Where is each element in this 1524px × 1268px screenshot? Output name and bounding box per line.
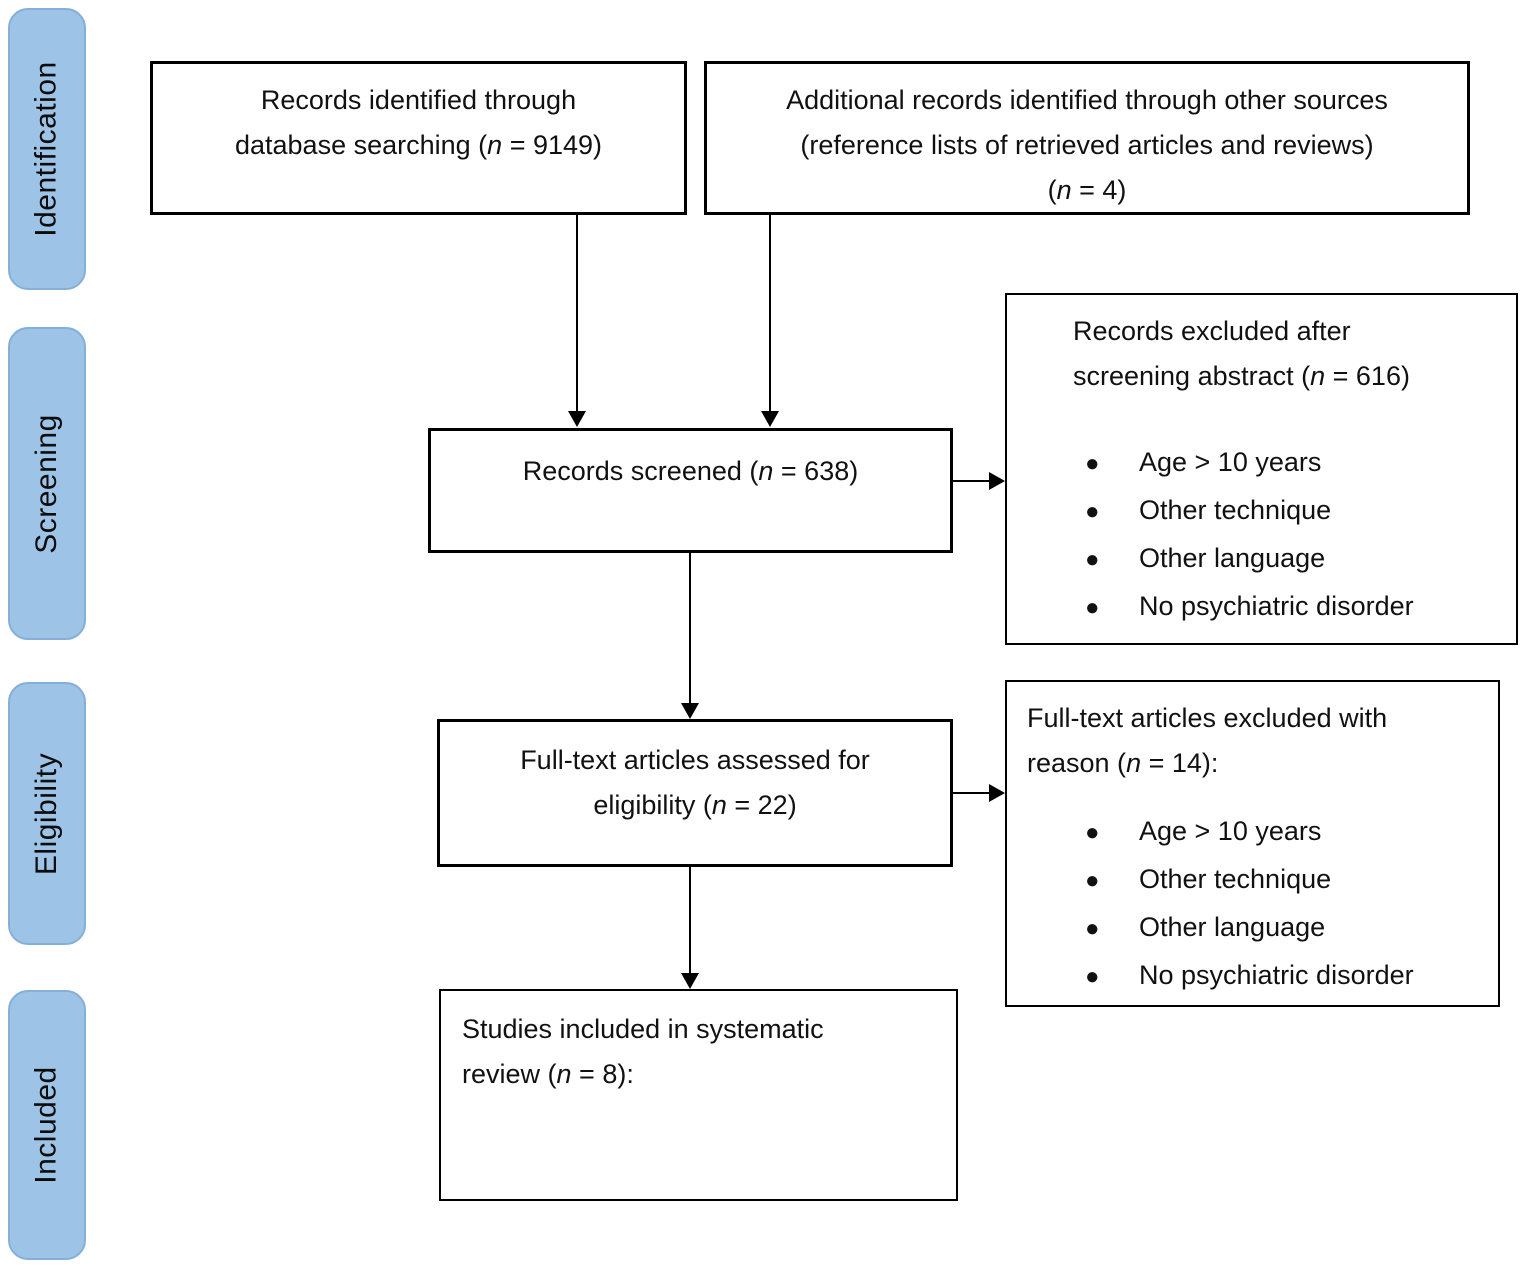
bullet-icon: ● bbox=[1085, 963, 1100, 990]
text-line: database searching (n = 9149) bbox=[234, 130, 603, 160]
bullet-icon: ● bbox=[1085, 546, 1100, 573]
bullet-icon: ● bbox=[1085, 915, 1100, 942]
box-text: Records identified through database searc… bbox=[153, 64, 684, 168]
exclusion-reasons-list: ● Age > 10 years ● Other technique ● Other la… bbox=[1007, 808, 1498, 1000]
text-line: Studies included in systematic bbox=[462, 1014, 824, 1044]
box-records-screened: Records screened (n = 638) bbox=[428, 428, 953, 553]
stage-label-included: Included bbox=[8, 990, 86, 1260]
arrow-additional-to-screened-icon bbox=[761, 215, 779, 427]
text-line: Full-text articles assessed for bbox=[520, 745, 870, 775]
bullet-icon: ● bbox=[1085, 867, 1100, 894]
box-text: Records excluded after screening abstract… bbox=[1007, 295, 1516, 399]
box-text: Additional records identified through ot… bbox=[707, 64, 1467, 213]
box-fulltext-excluded: Full-text articles excluded with reason (… bbox=[1005, 680, 1500, 1007]
stage-label-text: Identification bbox=[30, 61, 64, 237]
exclusion-reason-text: Other technique bbox=[1139, 495, 1332, 525]
stage-label-eligibility: Eligibility bbox=[8, 682, 86, 945]
text-line: review (n = 8): bbox=[462, 1059, 634, 1089]
exclusion-reason-text: Age > 10 years bbox=[1139, 447, 1322, 477]
exclusion-reason: ● Other language bbox=[1085, 904, 1498, 952]
box-text: Records screened (n = 638) bbox=[431, 431, 950, 494]
text-line: Records excluded after bbox=[1073, 316, 1351, 346]
bullet-icon: ● bbox=[1085, 819, 1100, 846]
exclusion-reason-text: Other technique bbox=[1139, 864, 1332, 894]
exclusion-reason: ● Age > 10 years bbox=[1085, 439, 1516, 487]
exclusion-reason: ● No psychiatric disorder bbox=[1085, 583, 1516, 631]
bullet-icon: ● bbox=[1085, 594, 1100, 621]
text-line: (n = 4) bbox=[1047, 175, 1127, 205]
exclusion-reason-text: No psychiatric disorder bbox=[1139, 591, 1414, 621]
box-additional-records: Additional records identified through ot… bbox=[704, 61, 1470, 215]
box-text: Studies included in systematic review (n … bbox=[441, 991, 956, 1097]
text-line: (reference lists of retrieved articles a… bbox=[800, 130, 1374, 160]
arrow-screened-to-excluded-icon bbox=[953, 472, 1005, 490]
arrow-fulltext-to-excluded-icon bbox=[953, 784, 1005, 802]
exclusion-reason-text: Other language bbox=[1139, 912, 1326, 942]
stage-label-text: Included bbox=[30, 1066, 63, 1184]
text-line: eligibility (n = 22) bbox=[593, 790, 797, 820]
text-line: Records screened (n = 638) bbox=[522, 456, 859, 486]
exclusion-reason: ● Age > 10 years bbox=[1085, 808, 1498, 856]
bullet-icon: ● bbox=[1085, 498, 1100, 525]
arrow-screened-to-fulltext-icon bbox=[681, 553, 699, 719]
box-text: Full-text articles assessed for eligibili… bbox=[440, 722, 950, 828]
box-fulltext-assessed: Full-text articles assessed for eligibili… bbox=[437, 719, 953, 867]
box-records-identified: Records identified through database searc… bbox=[150, 61, 687, 215]
exclusion-reason: ● Other technique bbox=[1085, 856, 1498, 904]
exclusion-reason: ● Other technique bbox=[1085, 487, 1516, 535]
text-line: Additional records identified through ot… bbox=[786, 85, 1388, 115]
text-line: Full-text articles excluded with bbox=[1027, 703, 1388, 733]
exclusion-reason: ● Other language bbox=[1085, 535, 1516, 583]
exclusion-reason-text: No psychiatric disorder bbox=[1139, 960, 1414, 990]
arrow-fulltext-to-included-icon bbox=[681, 867, 699, 989]
stage-label-text: Eligibility bbox=[30, 752, 63, 875]
arrow-identified-to-screened-icon bbox=[568, 215, 586, 427]
text-line: reason (n = 14): bbox=[1027, 748, 1219, 778]
stage-label-text: Screening bbox=[30, 413, 63, 554]
box-records-excluded: Records excluded after screening abstract… bbox=[1005, 293, 1518, 645]
exclusion-reason-text: Other language bbox=[1139, 543, 1326, 573]
exclusion-reason: ● No psychiatric disorder bbox=[1085, 952, 1498, 1000]
box-studies-included: Studies included in systematic review (n … bbox=[439, 989, 958, 1201]
box-text: Full-text articles excluded with reason (… bbox=[1007, 682, 1498, 786]
stage-label-identification: Identification bbox=[8, 8, 86, 290]
text-line: screening abstract (n = 616) bbox=[1073, 361, 1410, 391]
bullet-icon: ● bbox=[1085, 450, 1100, 477]
exclusion-reasons-list: ● Age > 10 years ● Other technique ● Other la… bbox=[1007, 439, 1516, 631]
exclusion-reason-text: Age > 10 years bbox=[1139, 816, 1322, 846]
stage-label-screening: Screening bbox=[8, 327, 86, 640]
text-line: Records identified through bbox=[260, 85, 577, 115]
